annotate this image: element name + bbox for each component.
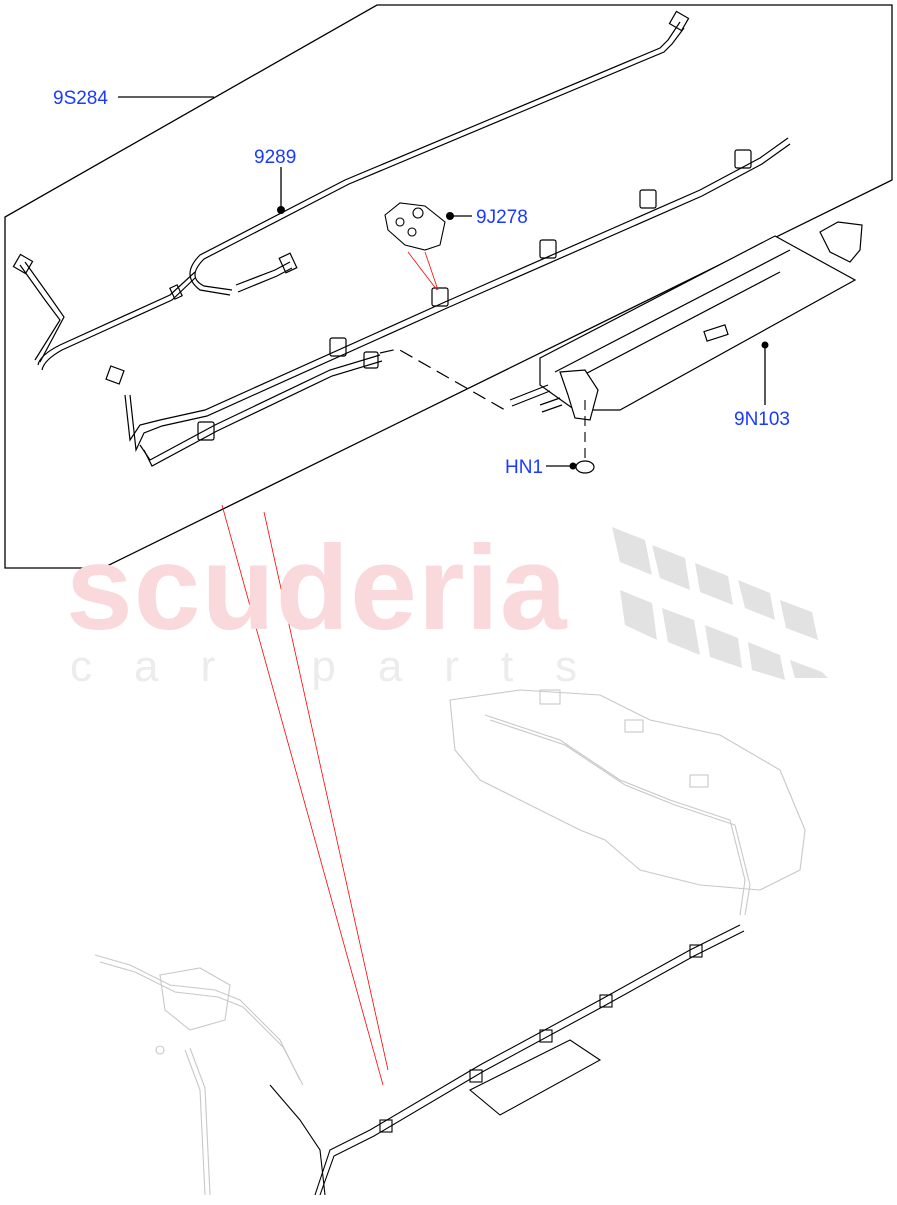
callout-label-hn1[interactable]: HN1	[505, 457, 544, 478]
red-leader-9j278-b	[424, 251, 439, 291]
watermark-brand: scuderia	[66, 521, 568, 655]
fuel-line-9289	[12, 10, 690, 371]
ghost-front-assembly	[94, 954, 304, 1196]
assembly-outline	[4, 4, 893, 569]
callout-label-9j278[interactable]: 9J278	[476, 207, 528, 228]
nut-hn1	[575, 460, 595, 474]
red-locator-line-a	[221, 504, 384, 1086]
canister-9n103	[509, 221, 863, 421]
callout-label-9289[interactable]: 9289	[254, 147, 297, 168]
installed-location-assembly	[269, 924, 745, 1196]
watermark-tagline: car parts	[70, 642, 620, 691]
canister-connection-dashed	[379, 348, 506, 411]
red-leader-9j278-a	[407, 251, 438, 291]
fuel-line-lower	[105, 137, 791, 467]
red-locator-line-b	[263, 511, 389, 1071]
callout-label-9s284[interactable]: 9S284	[53, 88, 108, 109]
checkered-flag-watermark	[612, 527, 828, 680]
callout-label-9n103[interactable]: 9N103	[734, 409, 790, 430]
ghost-fuel-tank	[449, 689, 806, 916]
clip-9j278	[384, 202, 446, 251]
